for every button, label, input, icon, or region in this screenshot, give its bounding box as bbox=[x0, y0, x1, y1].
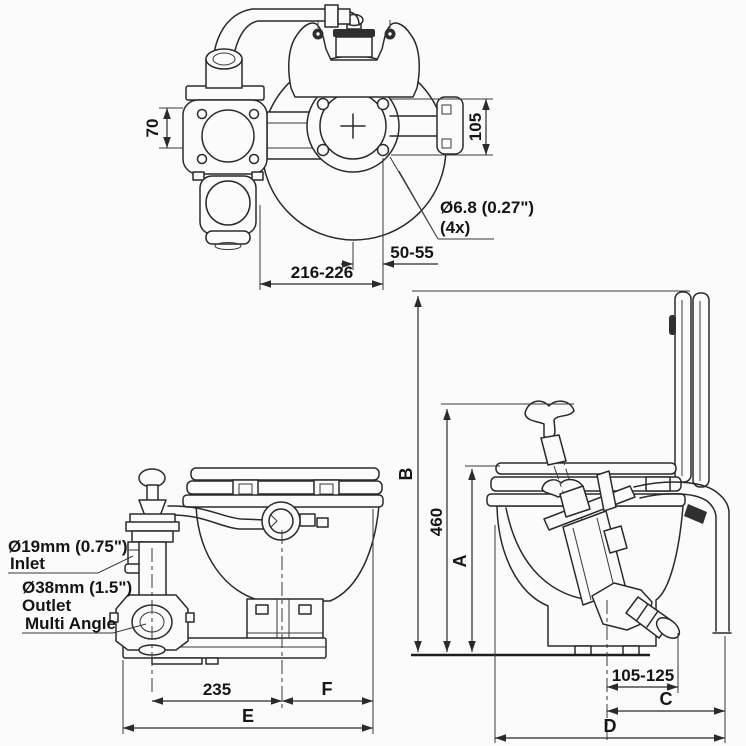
mount-hole bbox=[376, 143, 390, 157]
dim-E: E bbox=[123, 706, 373, 732]
outlet-word-label: Outlet bbox=[22, 596, 71, 615]
inlet-callout: Ø19mm (0.75") Inlet bbox=[8, 537, 134, 574]
outlet-size-label: Ø38mm (1.5") bbox=[22, 578, 132, 597]
dim-C-label: C bbox=[660, 689, 673, 709]
top-view-drawing: 70 105 Ø6.8 (0.27") (4x) 50-55 216-226 bbox=[143, 4, 534, 290]
mount-hole bbox=[376, 97, 390, 111]
outlet-callout: Ø38mm (1.5") Outlet Multi Angle bbox=[22, 578, 147, 634]
dim-105-125: 105-125 bbox=[607, 633, 679, 693]
inlet-word-label: Inlet bbox=[10, 554, 45, 573]
dim-D-label: D bbox=[604, 716, 617, 736]
dim-235-label: 235 bbox=[203, 680, 231, 699]
dim-70-label: 70 bbox=[143, 119, 162, 138]
hole-note-dia-label: Ø6.8 (0.27") bbox=[440, 198, 534, 217]
outlet-note-label: Multi Angle bbox=[25, 614, 116, 633]
seat-hinge-bracket bbox=[436, 96, 464, 155]
dim-216-226: 216-226 bbox=[259, 205, 383, 290]
lid-front bbox=[190, 467, 380, 481]
dim-105-label: 105 bbox=[466, 113, 485, 141]
inlet-size-label: Ø19mm (0.75") bbox=[8, 537, 128, 556]
lid-open bbox=[674, 291, 692, 483]
dim-105: 105 bbox=[391, 98, 493, 156]
handle-raised-position bbox=[524, 400, 575, 440]
dim-E-label: E bbox=[242, 706, 254, 726]
dim-235: 235 bbox=[122, 509, 374, 734]
lid-bumper bbox=[669, 315, 676, 335]
dim-50-55-label: 50-55 bbox=[390, 243, 433, 262]
pump-lever bbox=[596, 470, 617, 512]
dim-B-label: B bbox=[396, 468, 416, 481]
dim-F: F bbox=[282, 679, 373, 705]
hose-elbow bbox=[324, 4, 339, 28]
dim-105-125-label: 105-125 bbox=[612, 666, 674, 685]
hole-callout: Ø6.8 (0.27") (4x) bbox=[389, 156, 534, 240]
hole-note-count-label: (4x) bbox=[440, 218, 470, 237]
mount-hole bbox=[316, 97, 330, 111]
dim-D: D bbox=[494, 525, 725, 743]
side-view-drawing: B 460 A 105-125 C D bbox=[396, 290, 732, 743]
discharge-pipe bbox=[633, 481, 730, 632]
seat-front bbox=[186, 480, 383, 495]
flush-hose bbox=[167, 505, 267, 521]
dim-50-55: 50-55 bbox=[341, 158, 438, 290]
dim-460: 460 bbox=[427, 403, 574, 652]
hose-clamp bbox=[684, 504, 707, 524]
dim-C: C bbox=[607, 636, 726, 743]
seat-side bbox=[495, 462, 677, 475]
dim-B: B bbox=[396, 290, 690, 652]
front-view-drawing: 235 F E Ø19mm (0.75") Inlet Ø38mm (1.5")… bbox=[8, 467, 384, 734]
dim-70: 70 bbox=[143, 107, 183, 149]
dim-F-label: F bbox=[322, 679, 333, 699]
center-cross bbox=[340, 113, 366, 139]
mount-hole bbox=[316, 143, 330, 157]
mounting-bracket bbox=[288, 22, 420, 98]
dim-A-label: A bbox=[450, 555, 470, 568]
pump-cap bbox=[335, 36, 373, 58]
dim-A: A bbox=[450, 465, 500, 652]
dim-460-label: 460 bbox=[427, 508, 446, 536]
dim-216-226-label: 216-226 bbox=[291, 263, 353, 282]
bowl-fitting bbox=[261, 501, 301, 541]
